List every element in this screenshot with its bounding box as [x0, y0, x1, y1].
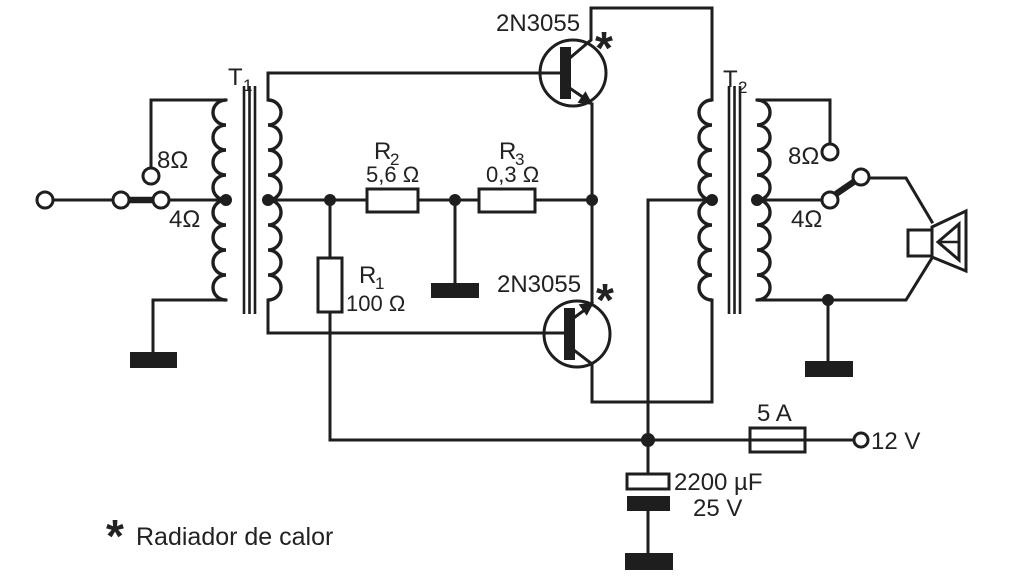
r1-value: 100 Ω	[346, 291, 405, 316]
speaker-top-wire	[867, 176, 935, 225]
cap-plate-positive	[625, 472, 671, 491]
wire-8ohm-tap-left	[149, 98, 228, 170]
t1-label-sub: 1	[243, 76, 252, 95]
jumper-terminal-a	[111, 190, 131, 210]
speaker-icon	[906, 208, 968, 274]
r3-label: R	[499, 138, 516, 165]
supply-voltage: 12 V	[871, 428, 920, 455]
footnote: * Radiador de calor	[106, 510, 333, 562]
terminal-4ohm-right	[820, 190, 840, 210]
fuse-body	[748, 426, 807, 454]
cap-plate-negative	[627, 496, 670, 511]
t1-label: T	[228, 64, 243, 91]
top-heatsink-asterisk: *	[595, 22, 613, 74]
t2-centertap-wire	[646, 198, 714, 442]
bottom-heatsink-asterisk: *	[596, 274, 614, 326]
input-terminal	[35, 190, 55, 210]
bottom-transistor-circle	[542, 299, 612, 369]
label-4ohm-right: 4Ω	[791, 206, 822, 233]
ground-symbol-middle	[431, 283, 479, 298]
bottom-base-bar	[564, 308, 575, 360]
top-collector-wire	[568, 6, 714, 102]
resistor-r1: R 1 100 Ω	[316, 194, 405, 442]
ground-symbol-capacitor	[625, 553, 673, 570]
wire-t1-to-bottom-base	[266, 298, 566, 335]
capacitor: 2200 µF 25 V	[625, 438, 763, 570]
wire-t1-to-top-base	[266, 71, 562, 102]
t1-transformer: T 1	[211, 64, 283, 314]
wire-8ohm-tap-right	[755, 98, 832, 146]
terminal-8ohm-right	[820, 142, 840, 162]
transistor-top: 2N3055 *	[496, 6, 714, 202]
footnote-text: Radiador de calor	[136, 523, 333, 551]
t2-label: T	[723, 66, 738, 93]
junction-emitters	[586, 194, 598, 206]
top-base-bar	[560, 47, 571, 99]
bias-line: R 2 5,6 Ω R 3 0,3 Ω	[266, 138, 594, 298]
bottom-collector-wire	[572, 298, 714, 404]
t2-label-sub: 2	[738, 78, 747, 97]
top-transistor-circle	[538, 38, 608, 108]
output-switch-pole	[851, 167, 871, 187]
label-8ohm-right: 8Ω	[788, 143, 819, 170]
transistor-bottom: 2N3055 *	[497, 194, 714, 404]
bottom-emitter-arrow	[578, 302, 594, 316]
junction-t1-primary-tap	[220, 194, 232, 206]
top-transistor-label: 2N3055	[496, 10, 580, 37]
output-switch-blade	[832, 177, 859, 198]
ground-symbol-right	[805, 361, 853, 377]
terminal-8ohm-left	[141, 166, 161, 186]
r3-body	[477, 187, 537, 214]
r3-label-sub: 3	[515, 150, 524, 169]
r2-label-sub: 2	[390, 150, 399, 169]
jumper-terminal-b	[151, 190, 171, 210]
cap-value: 2200 µF	[674, 469, 763, 496]
r2-value: 5,6 Ω	[366, 162, 419, 187]
r2-body	[365, 187, 420, 214]
bottom-transistor-label: 2N3055	[497, 271, 581, 298]
label-8ohm-left: 8Ω	[157, 147, 188, 174]
cap-voltage: 25 V	[693, 495, 742, 522]
supply-section: 5 A 12 V 2200 µF 25 V	[328, 400, 920, 570]
footnote-asterisk: *	[106, 510, 124, 562]
r3-value: 0,3 Ω	[486, 162, 539, 187]
input-section: 8Ω 4Ω	[35, 98, 228, 368]
supply-terminal	[852, 431, 870, 449]
ground-symbol-left	[130, 352, 177, 368]
r1-label: R	[359, 262, 376, 289]
r2-label: R	[374, 138, 391, 165]
t1-primary-bottom-wire	[151, 298, 228, 354]
t2-transformer: T 2	[646, 66, 772, 442]
junction-t2-primary-tap	[706, 194, 718, 206]
output-section: 8Ω 4Ω	[755, 98, 968, 377]
r1-body	[316, 256, 344, 314]
speaker-bottom-wire	[755, 255, 935, 302]
r1-label-sub: 1	[375, 274, 384, 293]
fuse-value: 5 A	[757, 400, 792, 427]
speaker-magnet	[906, 228, 934, 258]
label-4ohm-left: 4Ω	[169, 206, 200, 233]
